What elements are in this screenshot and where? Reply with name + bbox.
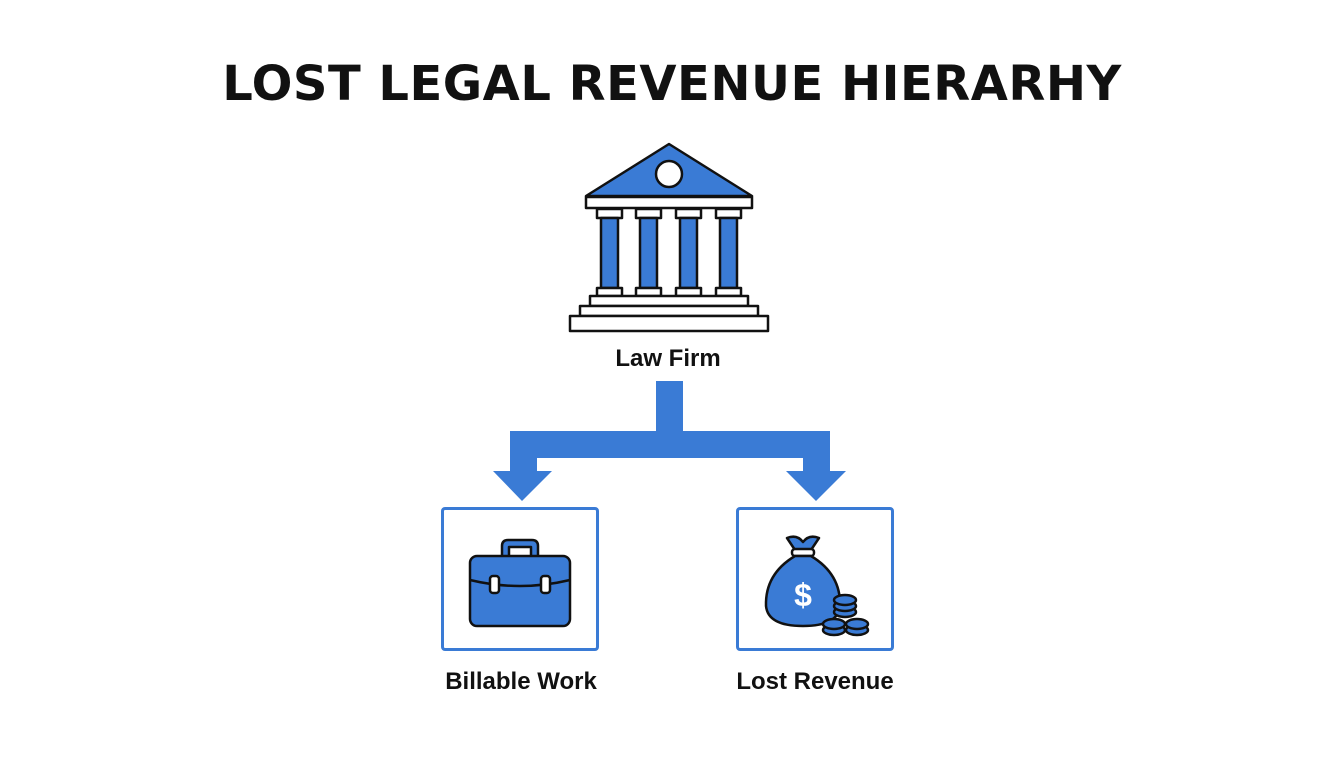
arrow-head-right [786,471,846,501]
money-bag-icon: $ [764,535,870,637]
child-label-lost-revenue: Lost Revenue [736,668,894,695]
briefcase-icon [468,538,572,628]
child-node-lost-revenue: $ [736,507,894,651]
arrow-head-left [493,471,552,501]
diagram-title: LOST LEGAL REVENUE HIERARHY [222,56,1122,112]
dollar-sign: $ [794,577,812,613]
child-label-billable-work: Billable Work [445,668,597,695]
courthouse-icon [568,142,770,333]
hierarchy-connector [510,381,830,473]
root-node-label: Law Firm [615,345,721,372]
child-node-billable-work [441,507,599,651]
